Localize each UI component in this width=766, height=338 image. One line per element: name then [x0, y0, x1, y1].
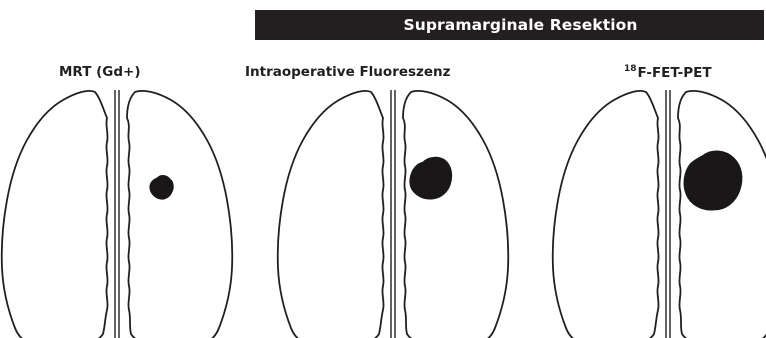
left-hemisphere-mrt	[2, 91, 108, 338]
brain-mrt	[2, 90, 233, 338]
lesion-mrt	[150, 175, 174, 199]
left-hemisphere-fluorescence	[278, 91, 384, 338]
right-hemisphere-fluorescence	[403, 91, 508, 338]
lesion-fluorescence	[410, 157, 452, 199]
lesion-fet-pet	[684, 151, 742, 210]
brain-fluorescence	[278, 90, 509, 338]
brain-fet-pet	[553, 90, 766, 338]
left-hemisphere-fet-pet	[553, 91, 659, 338]
right-hemisphere-fet-pet	[678, 91, 766, 338]
right-hemisphere-mrt	[127, 91, 232, 338]
